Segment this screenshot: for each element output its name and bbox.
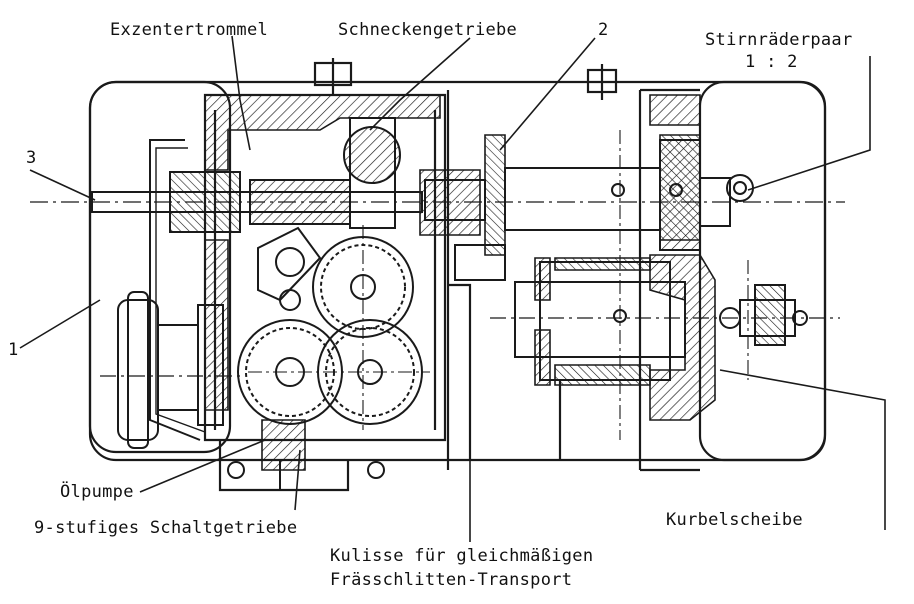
label-kurbelscheibe: Kurbelscheibe [666, 510, 803, 530]
crank-assembly [490, 130, 840, 440]
label-3: 3 [26, 148, 37, 168]
label-schneckengetriebe: Schneckengetriebe [338, 20, 518, 40]
gear-set [237, 117, 430, 430]
label-kulisse-line2: Frässchlitten-Transport [330, 570, 573, 590]
label-2: 2 [598, 20, 609, 40]
label-schaltgetriebe: 9-stufiges Schaltgetriebe [34, 518, 298, 538]
left-cover [88, 80, 232, 454]
label-1: 1 [8, 340, 19, 360]
label-ratio: 1 : 2 [745, 52, 798, 72]
label-exzentertrommel: Exzentertrommel [110, 20, 269, 40]
label-oelpumpe: Ölpumpe [60, 482, 134, 502]
outer-housing [88, 80, 827, 462]
label-stirnraederpaar: Stirnräderpaar [705, 30, 853, 50]
pulley [100, 291, 240, 449]
label-kulisse-line1: Kulisse für gleichmäßigen [330, 546, 594, 566]
right-cover [698, 80, 827, 462]
leader-lines [19, 35, 886, 542]
